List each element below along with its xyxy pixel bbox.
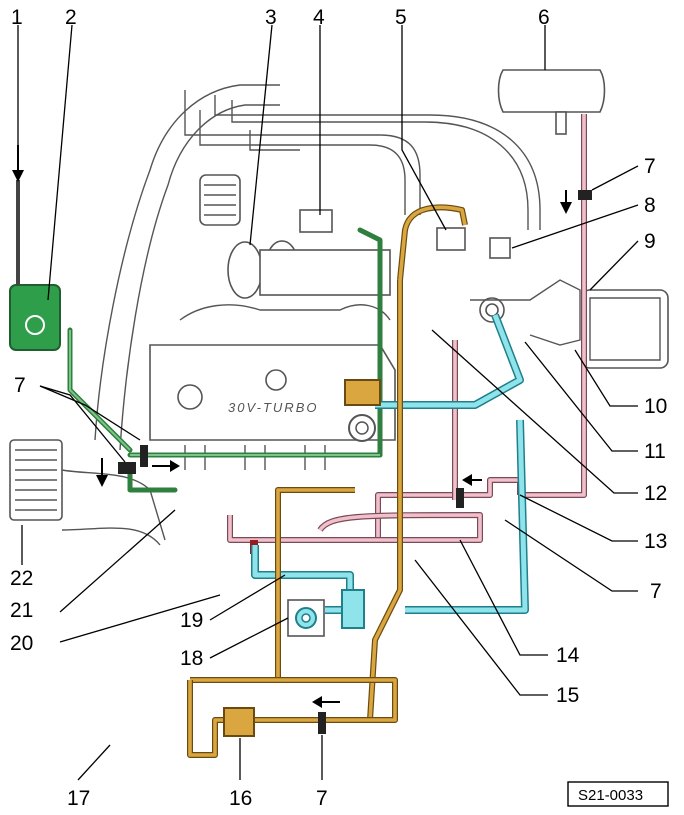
callout-4: 4	[313, 6, 325, 29]
callout-21: 21	[10, 599, 33, 622]
callout-7-top: 7	[644, 155, 656, 178]
callout-22: 22	[10, 567, 33, 590]
callout-8: 8	[644, 194, 656, 217]
callout-20: 20	[10, 632, 33, 655]
callout-3: 3	[265, 6, 277, 29]
callout-7-bottom: 7	[316, 787, 328, 810]
callout-9: 9	[644, 230, 656, 253]
callout-19: 19	[180, 609, 203, 632]
diagram-code-box: S21-0033	[567, 781, 669, 807]
flow-arrows	[12, 145, 572, 708]
callout-14: 14	[556, 644, 580, 667]
callout-15: 15	[556, 684, 579, 707]
engine-cover-label: 30V-TURBO	[228, 400, 318, 415]
callout-12: 12	[644, 482, 667, 505]
callout-5: 5	[395, 6, 407, 29]
pink-hose-group	[227, 114, 592, 554]
callout-7-right: 7	[650, 580, 662, 603]
callout-13: 13	[644, 530, 667, 553]
diagram-code: S21-0033	[578, 787, 643, 804]
callout-labels: 1 2 3 4 5 6 7 8 9 10 11 12 13 7 14 15 16…	[10, 6, 667, 810]
callout-11: 11	[644, 440, 666, 463]
callout-18: 18	[180, 647, 203, 670]
callout-2: 2	[65, 6, 77, 29]
callout-7-left: 7	[14, 374, 26, 397]
callout-16: 16	[229, 787, 252, 810]
leader-lines	[17, 24, 639, 781]
callout-6: 6	[538, 6, 550, 29]
cyan-hose-group	[251, 313, 529, 629]
callout-17: 17	[67, 787, 90, 810]
callout-10: 10	[644, 395, 667, 418]
callout-1: 1	[11, 6, 23, 29]
engine-outline	[9, 69, 669, 637]
tan-hose-group	[187, 204, 468, 758]
